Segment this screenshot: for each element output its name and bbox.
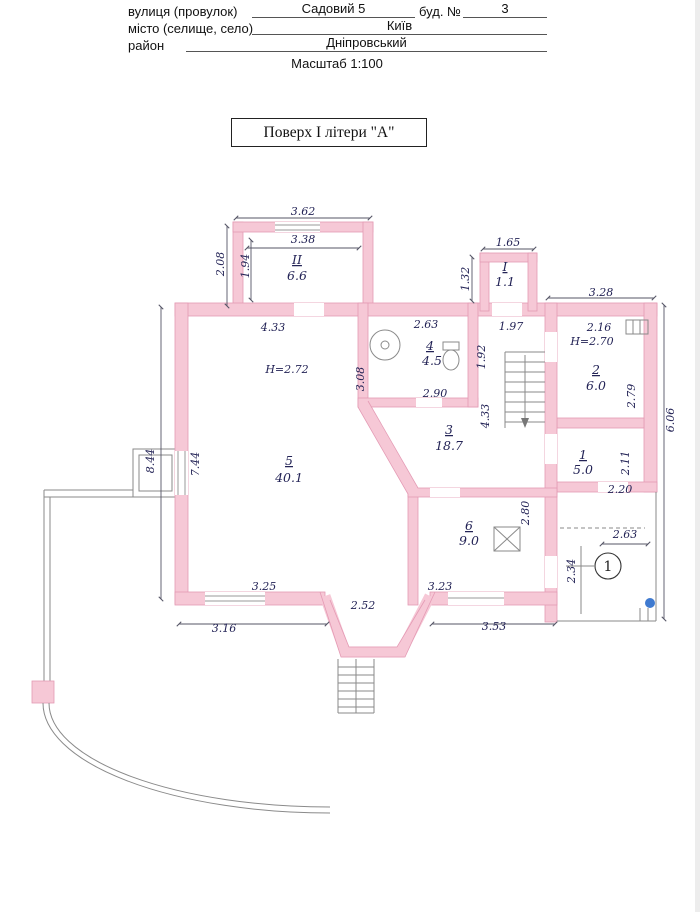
wall-room2-room1 xyxy=(556,417,645,429)
dim-label: 4.33 xyxy=(260,321,286,334)
dim-label: 2.20 xyxy=(607,483,633,496)
room-number: 2 xyxy=(591,362,600,377)
dim-label: 3.38 xyxy=(291,233,316,246)
walls xyxy=(174,221,658,658)
dim-label: 2.63 xyxy=(612,528,638,541)
room-area: 9.0 xyxy=(459,533,479,548)
terrace-arc-inner xyxy=(48,702,331,808)
dim-label: 3.53 xyxy=(482,620,507,633)
wall-diagonal xyxy=(358,401,418,494)
dim-label: 1.92 xyxy=(475,345,488,370)
building-no-value: 3 xyxy=(463,1,547,18)
room-area: 40.1 xyxy=(274,470,303,485)
entrance-marker-circle xyxy=(594,552,622,580)
dim-label: 8.44 xyxy=(144,449,157,474)
room-number: 3 xyxy=(445,422,453,437)
entrance-marker-number: 1 xyxy=(604,559,613,575)
kitchen-sink-icon xyxy=(493,526,521,552)
dim-label: 6.06 xyxy=(664,408,677,433)
dim-label: 3.16 xyxy=(212,622,237,635)
dim-label: 2.52 xyxy=(350,599,376,612)
dim-label: 3.25 xyxy=(252,580,277,593)
dim-label: 1.32 xyxy=(459,267,472,292)
bathroom-fixtures xyxy=(369,329,460,371)
washbasin-icon xyxy=(369,329,401,361)
room-area: 18.7 xyxy=(435,438,463,453)
room-area: 1.1 xyxy=(495,274,515,289)
dim-label: 4.33 xyxy=(479,404,492,430)
entrance-porch xyxy=(557,492,657,622)
street-value: Садовий 5 xyxy=(252,1,415,18)
wall-roomII-right xyxy=(362,221,374,313)
dim-label: 2.16 xyxy=(586,321,612,334)
dim-label: 3.62 xyxy=(291,205,316,218)
city-value: Київ xyxy=(252,18,547,35)
dim-label: 3.28 xyxy=(589,286,614,299)
door-openings xyxy=(175,222,628,605)
dim-label: 2.08 xyxy=(214,252,227,278)
room-number: 6 xyxy=(465,518,473,533)
street-label: вулиця (провулок) xyxy=(128,4,238,19)
toilet-icon xyxy=(442,349,460,371)
scale-label: Масштаб 1:100 xyxy=(291,56,383,71)
terrace-arc-outer xyxy=(42,702,331,814)
room-area: 6.6 xyxy=(287,268,307,283)
room-area: 6.0 xyxy=(586,378,606,393)
room-number: II xyxy=(291,252,303,267)
dim-label: 3.08 xyxy=(354,367,367,392)
terrace-pillar xyxy=(31,680,55,704)
dim-label: 1.94 xyxy=(239,254,252,279)
dim-label: 2.80 xyxy=(519,501,532,527)
district-label: район xyxy=(128,38,165,53)
dim-label: 7.44 xyxy=(189,452,202,477)
radiator-icon xyxy=(625,319,649,335)
dim-label: 1.65 xyxy=(496,236,521,249)
dim-label: 3.23 xyxy=(428,580,453,593)
staircase-icon xyxy=(504,351,545,428)
district-value: Дніпровський xyxy=(186,35,547,52)
room-area: 4.5 xyxy=(421,353,442,368)
room-number: 1 xyxy=(579,447,587,462)
dim-label: 2.34 xyxy=(565,559,578,585)
wall-right xyxy=(643,302,658,493)
external-stairs-icon xyxy=(337,659,375,714)
room-area: 5.0 xyxy=(573,462,593,477)
dim-label: 2.63 xyxy=(413,318,439,331)
dim-label: 2.90 xyxy=(422,387,448,400)
room-number: 4 xyxy=(425,338,434,353)
survey-dot xyxy=(645,598,655,608)
height-label: Н=2.70 xyxy=(569,335,613,348)
floor-title: Поверх I літери "А" xyxy=(231,118,427,147)
room-number: I xyxy=(502,259,509,274)
city-label: місто (селище, село) xyxy=(128,21,254,36)
wall-roomI-right xyxy=(527,252,538,312)
height-label: Н=2.72 xyxy=(264,363,308,376)
terrace-outline xyxy=(31,489,331,814)
wall-room5-kitchen xyxy=(407,489,419,606)
wall-main-top xyxy=(174,302,658,317)
dim-label: 1.97 xyxy=(499,320,524,333)
plan-labels: 3.62 3.38 2.08 1.94 II 6.6 1.65 1.32 I 1… xyxy=(144,205,677,635)
page-edge xyxy=(695,0,700,912)
room-number: 5 xyxy=(285,453,293,468)
window-symbols xyxy=(177,224,504,602)
wall-bay-window xyxy=(319,593,435,658)
building-no-label: буд. № xyxy=(419,4,461,19)
dimension-lines xyxy=(158,215,667,627)
dim-label: 2.79 xyxy=(625,384,638,410)
dim-label: 2.11 xyxy=(619,451,632,477)
